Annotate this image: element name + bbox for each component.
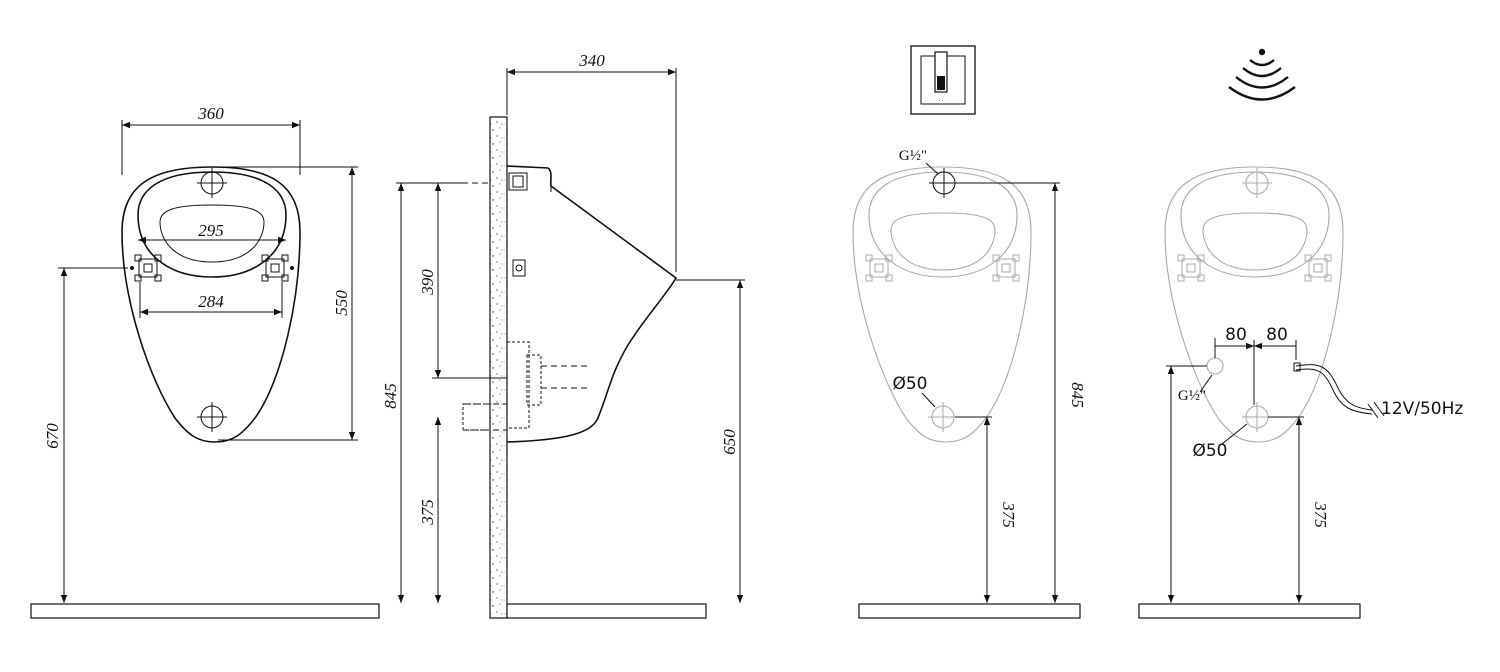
floor-3 — [858, 603, 1081, 619]
inlet-to-bracket-label: 390 — [418, 269, 437, 296]
urinal-outline — [121, 166, 301, 443]
side-depth-label: 340 — [578, 51, 605, 70]
sensor-outlet-height-label: 375 — [1311, 501, 1330, 528]
pb-inlet-label: G½" — [899, 148, 927, 164]
wall — [489, 116, 508, 619]
left-bracket — [134, 254, 162, 282]
urinal-outline-pb — [852, 166, 1032, 443]
floor-2 — [506, 603, 707, 619]
pb-inlet-height-label: 845 — [1068, 382, 1087, 408]
sensor-outlet-label: Ø50 — [1192, 441, 1227, 461]
side-inlet-height-label: 845 — [381, 383, 400, 409]
pb-outlet-label: Ø50 — [892, 374, 927, 394]
bowl-inner — [159, 204, 265, 263]
offset-right-label: 80 — [1266, 325, 1288, 345]
outlet-symbol — [196, 401, 228, 433]
urinal-profile — [506, 165, 678, 443]
svg-text:· ·: · · — [939, 98, 944, 103]
urinal-outline-sensor — [1164, 166, 1344, 443]
offset-left-label: 80 — [1225, 325, 1247, 345]
side-view: 340 845 390 375 650 — [381, 51, 745, 619]
front-view: 360 295 284 550 670 — [30, 104, 380, 619]
front-height-label: 550 — [332, 290, 351, 316]
pb-outlet-height-label: 375 — [999, 501, 1018, 528]
infrared-sensor-icon — [1228, 48, 1296, 101]
push-button-flush-icon: · · — [910, 45, 976, 115]
bowl-rim — [137, 171, 287, 278]
bowl-inner-label: 295 — [198, 221, 224, 240]
sensor-inlet-label: G½" — [1178, 388, 1206, 404]
push-button-view: · · G½" Ø50 845 375 — [852, 45, 1087, 619]
front-width-label: 360 — [197, 104, 224, 123]
sensor-view: 12V/50Hz 80 80 G½" Ø50 375 — [1138, 48, 1463, 619]
power-label: 12V/50Hz — [1381, 399, 1463, 419]
right-bracket — [261, 254, 289, 282]
rim-height-label: 650 — [720, 429, 739, 455]
side-outlet-height-label: 375 — [418, 499, 437, 526]
floor-1 — [30, 603, 380, 619]
bracket-spacing-label: 284 — [198, 292, 224, 311]
bracket-height-label: 670 — [43, 423, 62, 449]
floor-4 — [1138, 603, 1361, 619]
